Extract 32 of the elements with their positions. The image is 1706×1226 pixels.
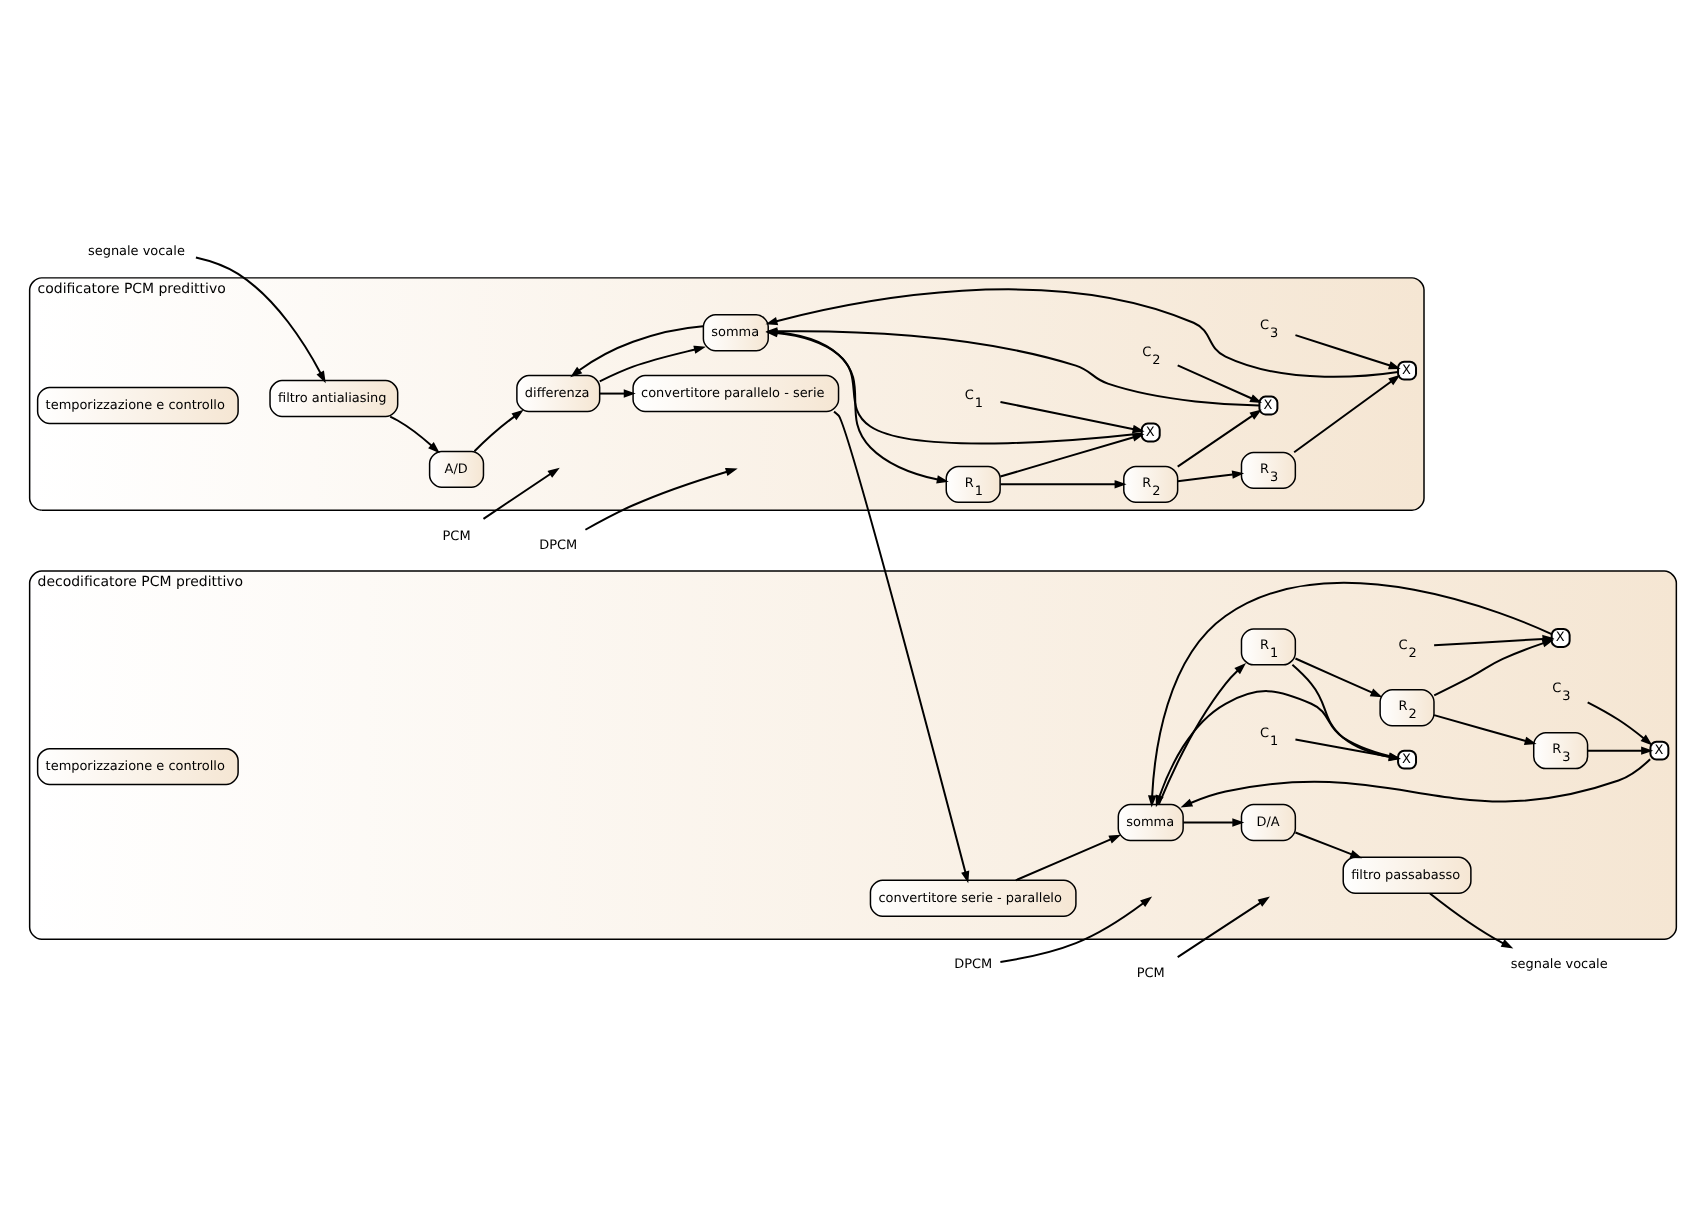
arrow <box>999 400 1145 434</box>
arrow <box>999 433 1145 478</box>
arrow <box>1586 701 1653 746</box>
arrow <box>1182 818 1245 827</box>
arrow <box>482 467 560 520</box>
arrow <box>1294 738 1401 761</box>
arrow <box>1433 714 1537 745</box>
arrow <box>833 410 970 884</box>
arrow <box>1428 892 1514 949</box>
arrow <box>599 389 636 398</box>
arrow <box>1294 831 1363 859</box>
arrow <box>473 409 524 453</box>
arrow <box>584 467 738 531</box>
arrow <box>570 325 704 378</box>
arrow <box>1294 657 1383 698</box>
arrow <box>1586 746 1654 755</box>
arrow <box>1155 690 1399 808</box>
arrow <box>194 256 326 384</box>
arrow <box>1157 663 1247 806</box>
arrow <box>1176 409 1262 468</box>
arrow <box>1176 470 1245 483</box>
arrow <box>1014 834 1122 882</box>
arrow <box>999 480 1127 489</box>
arrow <box>1291 663 1401 762</box>
arrow <box>1180 758 1652 808</box>
arrow <box>1294 334 1401 370</box>
arrow <box>1293 374 1401 454</box>
arrow <box>389 415 440 454</box>
arrow <box>999 896 1153 963</box>
arrow <box>1176 896 1270 959</box>
arrow <box>1176 364 1262 404</box>
arrow <box>598 345 706 383</box>
